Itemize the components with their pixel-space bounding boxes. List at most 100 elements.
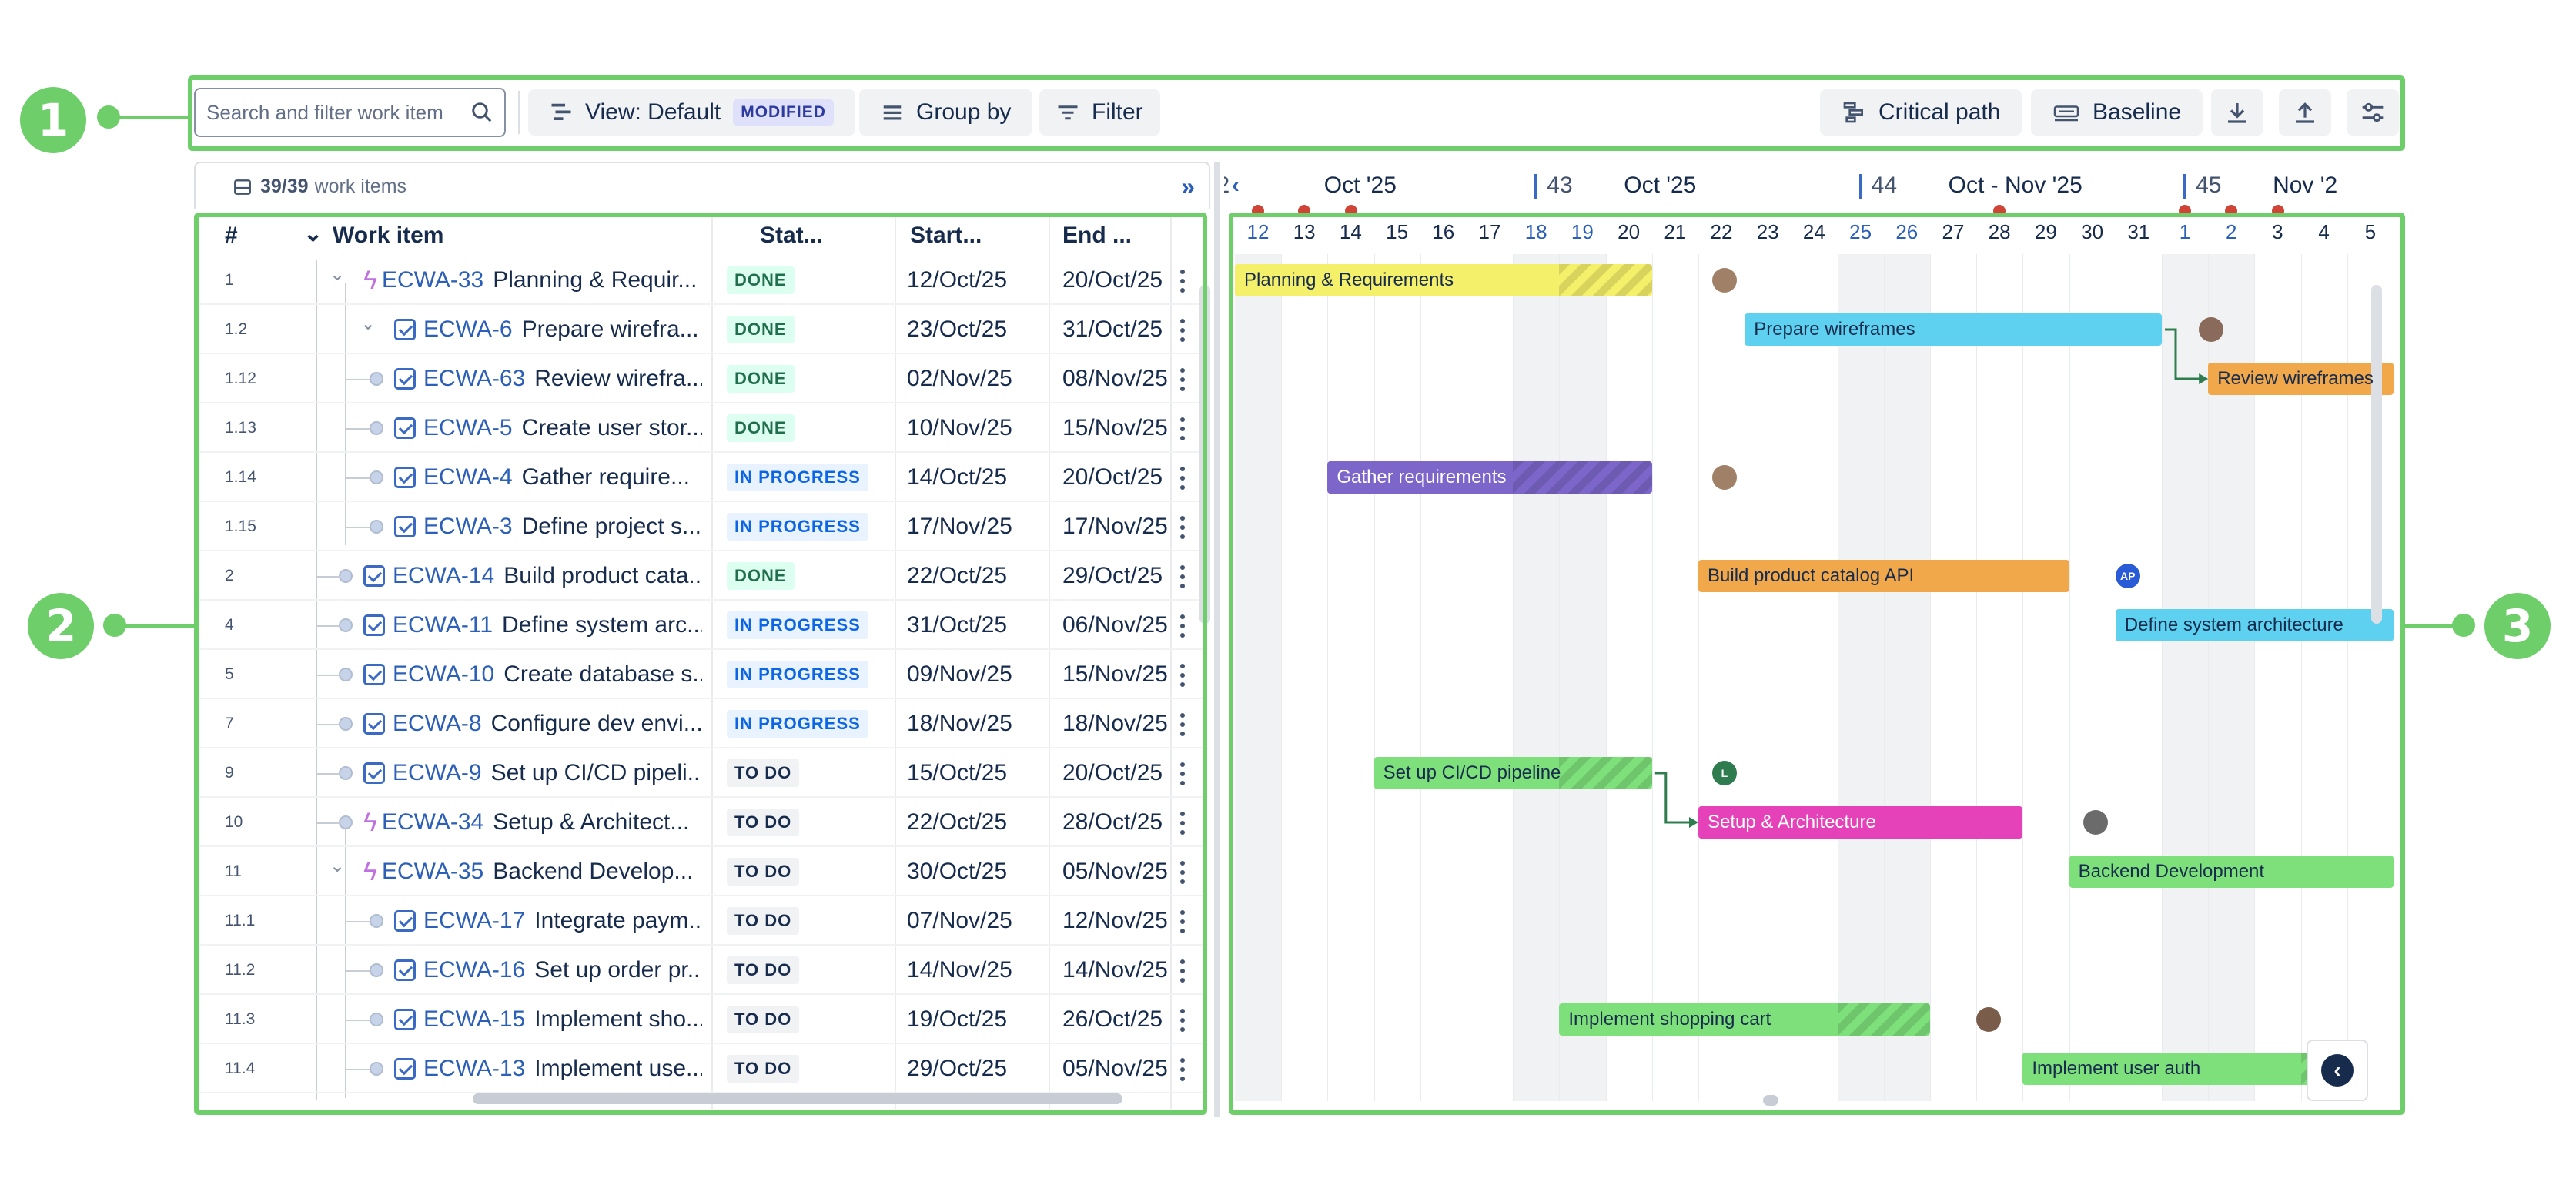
work-item-key[interactable]: ECWA-6 [423,316,513,342]
more-actions-icon[interactable] [1179,467,1186,490]
expand-panel-icon[interactable]: » [1181,172,1195,200]
download-button[interactable] [2211,89,2263,136]
col-header-number[interactable]: # [225,223,238,248]
more-actions-icon[interactable] [1179,319,1186,342]
work-item-key[interactable]: ECWA-5 [423,415,513,440]
status-cell[interactable]: TO DO [727,1044,800,1093]
more-actions-icon[interactable] [1179,368,1186,391]
gantt-bar[interactable]: Setup & Architecture [1698,806,2023,839]
status-cell[interactable]: DONE [727,551,795,601]
more-actions-icon[interactable] [1179,664,1186,687]
col-header-end[interactable]: End ... [1062,223,1132,248]
gantt-bar[interactable]: Prepare wireframes [1745,313,2162,346]
status-cell[interactable]: IN PROGRESS [727,650,868,699]
work-item-key[interactable]: ECWA-35 [382,859,484,884]
work-item-key[interactable]: ECWA-9 [393,760,482,785]
scroll-left-button[interactable]: ‹ [2307,1040,2368,1101]
more-actions-icon[interactable] [1179,762,1186,785]
gantt-bar[interactable]: Planning & Requirements [1235,264,1652,296]
critical-path-button[interactable]: Critical path [1820,89,2022,136]
work-item-key[interactable]: ECWA-10 [393,661,495,687]
assignee-avatar[interactable] [1976,1007,2002,1032]
status-cell[interactable]: IN PROGRESS [727,601,868,650]
settings-button[interactable] [2347,89,2399,136]
status-cell[interactable]: TO DO [727,748,800,798]
work-item-key[interactable]: ECWA-16 [423,957,526,983]
status-cell[interactable]: DONE [727,305,795,354]
baseline-button[interactable]: Baseline [2031,89,2203,136]
assignee-avatar[interactable] [2083,810,2108,835]
expand-chevron-icon[interactable]: ⌄ [330,856,346,876]
timeline-horizontal-scrollbar[interactable] [1763,1095,1778,1106]
more-actions-icon[interactable] [1179,565,1186,588]
more-actions-icon[interactable] [1179,1009,1186,1032]
col-header-work-item[interactable]: Work item [333,223,444,248]
work-item-key[interactable]: ECWA-4 [423,464,513,490]
filter-button[interactable]: Filter [1039,89,1160,136]
status-cell[interactable]: TO DO [727,847,800,896]
status-cell[interactable]: TO DO [727,946,800,995]
more-actions-icon[interactable] [1179,713,1186,736]
more-actions-icon[interactable] [1179,861,1186,884]
status-cell[interactable]: TO DO [727,798,800,847]
more-actions-icon[interactable] [1179,614,1186,638]
scroll-back-icon[interactable]: ‹ [1232,172,1239,198]
panel-resizer[interactable] [1214,162,1220,1117]
assignee-avatar[interactable] [2199,317,2224,342]
work-item-key[interactable]: ECWA-17 [423,908,526,933]
more-actions-icon[interactable] [1179,959,1186,983]
timeline-vertical-scrollbar[interactable] [2371,285,2382,624]
gantt-bar[interactable]: Backend Development [2069,856,2394,888]
horizontal-scrollbar[interactable] [473,1093,1122,1104]
assignee-avatar[interactable]: AP [2115,564,2140,588]
assignee-avatar[interactable] [1711,268,1737,293]
more-actions-icon[interactable] [1179,417,1186,440]
status-cell[interactable]: DONE [727,403,795,453]
status-cell[interactable]: DONE [727,256,795,305]
more-actions-icon[interactable] [1179,1058,1186,1081]
collapse-all-icon[interactable]: ⌄ [303,221,323,246]
work-item-key[interactable]: ECWA-13 [423,1056,526,1081]
col-header-start[interactable]: Start... [910,223,982,248]
status-cell[interactable]: IN PROGRESS [727,502,868,551]
work-item-key[interactable]: ECWA-3 [423,514,513,539]
status-cell[interactable]: IN PROGRESS [727,453,868,502]
work-item-key[interactable]: ECWA-8 [393,711,482,736]
status-cell[interactable]: TO DO [727,896,800,946]
expand-chevron-icon[interactable]: ⌄ [360,313,376,334]
assignee-avatar[interactable] [1711,465,1737,490]
gantt-bar[interactable]: Set up CI/CD pipeline [1373,757,1652,789]
more-actions-icon[interactable] [1179,270,1186,293]
more-actions-icon[interactable] [1179,910,1186,933]
gantt-bar[interactable]: Gather requirements [1327,461,1652,494]
search-input[interactable]: Search and filter work item [194,88,506,137]
more-actions-icon[interactable] [1179,516,1186,539]
work-item-key[interactable]: ECWA-11 [393,612,493,638]
more-actions-icon[interactable] [1179,812,1186,835]
upload-button[interactable] [2279,89,2331,136]
